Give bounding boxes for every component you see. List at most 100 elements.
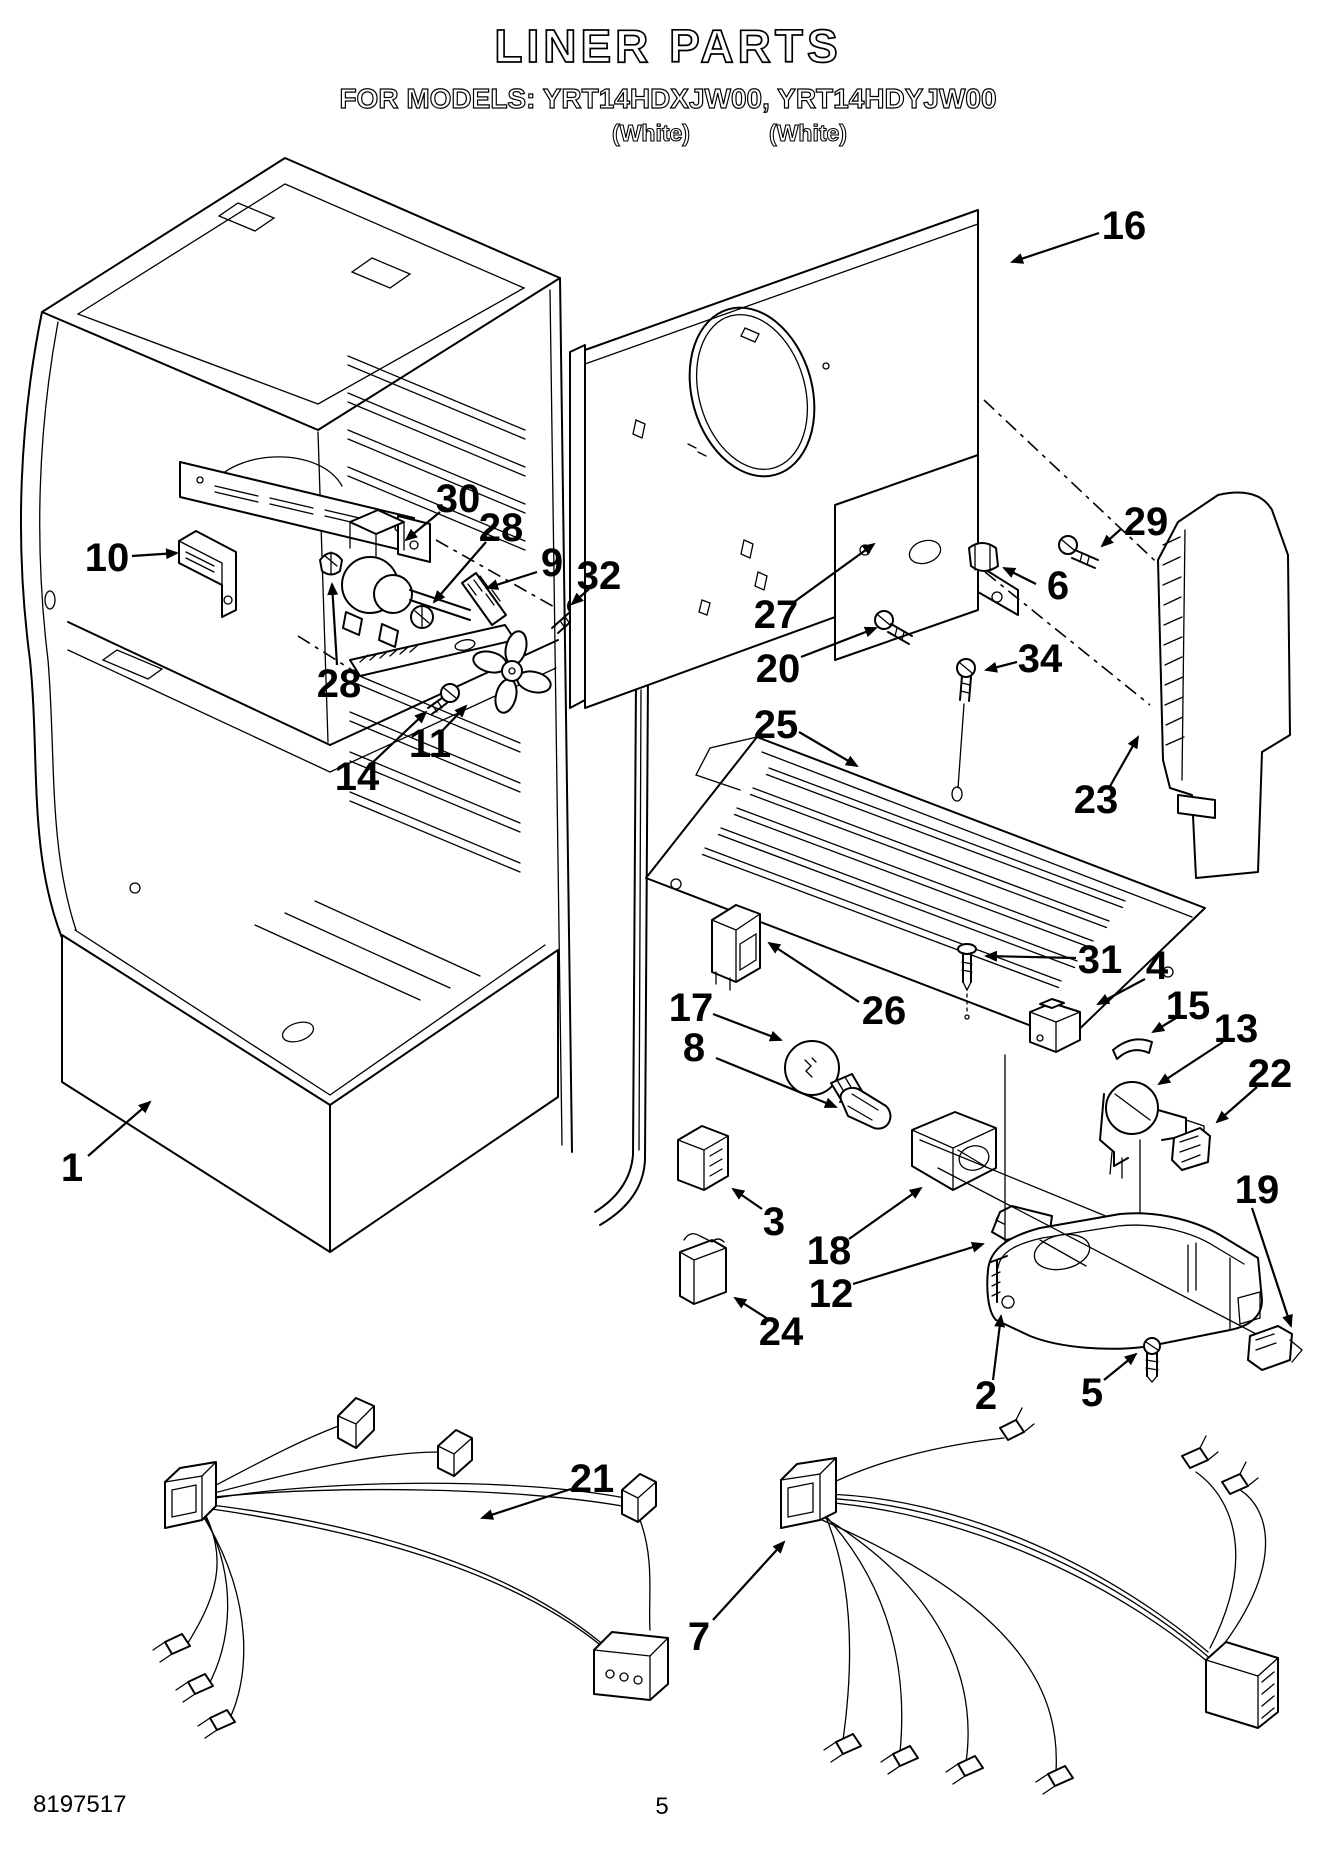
callout-2-1: 2 [975,1374,997,1418]
clip-24 [679,1233,727,1305]
diagram-footer: 8197517 5 [33,1791,669,1820]
callout-31-31: 31 [1078,938,1123,982]
clip-3 [677,1125,729,1191]
clip-15 [1112,1038,1153,1060]
finish-label-right: (White) [769,120,847,146]
callout-10-9: 10 [85,536,130,580]
leader-19-18 [1250,1207,1293,1328]
leader-34-33 [984,660,1018,673]
callout-34-33: 34 [1018,637,1063,681]
pin-31 [957,943,977,1020]
leader-25-24 [798,731,859,768]
leader-31-31 [984,950,1077,962]
callout-26-25: 26 [862,989,907,1033]
callout-7-6: 7 [688,1615,710,1659]
callout-17-16: 17 [669,986,714,1030]
callout-15-14: 15 [1166,984,1211,1028]
leader-6-5 [1002,567,1037,585]
leader-29-29 [1100,528,1122,548]
leader-18-17 [848,1186,923,1240]
screw-5 [1143,1337,1161,1384]
leader-7-6 [712,1540,786,1621]
callout-32-32: 32 [577,554,622,598]
callout-12-11: 12 [809,1272,854,1316]
callout-1-0: 1 [61,1146,83,1190]
leader-28-27 [432,541,487,604]
callout-14-13: 14 [335,755,380,799]
defrost-relay-4 [1004,998,1081,1256]
callout-8-7: 8 [683,1026,705,1070]
support-bracket-10 [178,530,237,618]
leader-3-2 [731,1187,763,1210]
callout-9-8: 9 [541,541,563,585]
leader-24-23 [733,1296,769,1320]
wire-harness-7 [780,1407,1279,1795]
leader-17-16 [712,1012,783,1042]
pushpin-2 [990,1255,1008,1303]
grommet-28-right [410,605,434,629]
leader-27-26 [793,542,876,603]
leader-28-28 [327,582,339,666]
clip-6 [968,542,999,572]
leader-9-8 [485,570,538,590]
callout-28-27: 28 [479,506,524,550]
leader-23-22 [1108,735,1139,789]
screw-29 [1058,535,1099,569]
callout-25-24: 25 [754,703,799,747]
callout-19-18: 19 [1235,1168,1280,1212]
page-number: 5 [655,1793,668,1820]
screw-34 [951,658,976,802]
callout-29-29: 29 [1124,500,1169,544]
screw-14 [427,683,460,715]
bulb-socket-8 [839,1086,892,1130]
finish-label-left: (White) [612,120,690,146]
leader-12-11 [852,1241,985,1286]
callout-6-5: 6 [1047,564,1069,608]
callouts: 1234567891011121314151617181920212223242… [61,204,1293,1659]
leader-8-7 [715,1056,838,1109]
callout-5-4: 5 [1081,1371,1103,1415]
models-line: FOR MODELS: YRT14HDXJW00, YRT14HDYJW00 [339,83,996,114]
evaporator-cover-25 [645,736,1206,1041]
relay-cover-26 [711,904,761,991]
fan-blade [472,630,552,714]
leader-13-12 [1157,1041,1224,1086]
leader-20-19 [800,626,878,659]
callout-13-12: 13 [1214,1007,1259,1051]
callout-3-2: 3 [763,1200,785,1244]
callout-22-21: 22 [1248,1052,1293,1096]
callout-20-19: 20 [756,647,801,691]
fan-motor [341,509,471,648]
leader-21-20 [480,1487,572,1520]
leader-1-0 [87,1100,152,1157]
leader-15-14 [1151,1017,1177,1034]
leader-2-1 [991,1314,1006,1381]
leader-32-32 [570,588,590,606]
diagram-header: LINER PARTS FOR MODELS: YRT14HDXJW00, YR… [339,19,997,146]
screw-20 [874,610,913,645]
leader-14-13 [370,710,428,765]
callout-16-15: 16 [1102,204,1147,248]
clip-22 [1171,1127,1211,1171]
page-title: LINER PARTS [494,20,841,72]
leader-22-21 [1215,1086,1258,1124]
callout-23-22: 23 [1074,778,1119,822]
callout-30-30: 30 [436,477,481,521]
air-duct-23 [1157,491,1291,879]
leader-26-25 [767,941,860,1003]
wire-harness-21 [152,1397,669,1739]
drain-pan [937,1167,1284,1350]
lamp-housing-18 [911,1111,1136,1229]
callout-18-17: 18 [807,1229,852,1273]
callout-4-3: 4 [1146,944,1169,988]
thermostat-13 [1099,1081,1205,1319]
callout-28-28: 28 [317,662,362,706]
bracket-9 [461,572,507,626]
callout-21-20: 21 [570,1457,615,1501]
leader-30-30 [404,511,441,542]
liner-cabinet [19,157,649,1253]
leader-10-9 [131,548,179,560]
leader-16-15 [1010,231,1100,264]
